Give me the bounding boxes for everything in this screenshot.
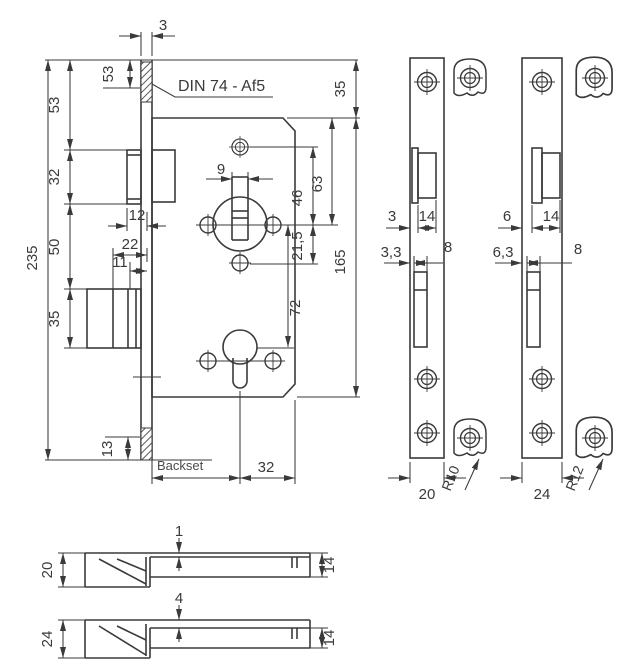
- dim-top-to-latch: 53: [46, 97, 63, 114]
- dim-faceplate-thickness: 3: [159, 17, 167, 34]
- dim-deadbolt-throw: 22: [122, 236, 139, 253]
- dim-group-countersink-offset: 53: [100, 60, 140, 89]
- din-note: DIN 74 - Af5: [151, 78, 273, 98]
- sec20-dim-lip: 1: [175, 523, 183, 540]
- dim-case-height: 165: [332, 249, 349, 274]
- dim-cylinder-to-case-back: 32: [258, 459, 275, 476]
- fp24-dims: 6 14 6,3 8 24: [493, 200, 584, 503]
- dim-group-faceplate-thickness: 3: [119, 17, 175, 56]
- dim-faceplate-to-case: 35: [332, 81, 349, 98]
- section-24-view: 24 4 14: [39, 590, 338, 659]
- deadbolt: [86, 288, 142, 349]
- dim-latch-to-deadbolt: 50: [46, 239, 63, 256]
- dim-group-spindle-slot: 9: [206, 161, 273, 185]
- lock-case-outline: [151, 117, 296, 398]
- dim-column-right: 35 165 63 46 21,5 72: [250, 60, 360, 398]
- latch-bevel: [98, 625, 147, 656]
- countersink-hatch-top: [140, 61, 153, 103]
- dim-latch-protrusion: 12: [129, 207, 146, 224]
- section-24-dims: 24 4 14: [39, 590, 338, 659]
- fp24-dim-plate-width: 24: [534, 486, 551, 503]
- dim-spindle-to-top-hole: 46: [289, 190, 306, 207]
- din-note-label: DIN 74 - Af5: [178, 78, 265, 95]
- faceplate-24-strip: [521, 57, 563, 459]
- main-view: DIN 74 - Af5 3 53 53 32: [24, 17, 360, 484]
- fp20-dim-deadbolt-offset: 3,3: [381, 244, 402, 261]
- dim-group-faceplate-length: 235: [24, 60, 51, 460]
- fp20-dim-latch-width: 14: [419, 208, 436, 225]
- sec24-dim-lip: 4: [175, 590, 183, 607]
- latch-bolt: [126, 149, 176, 205]
- spindle-follower: [212, 176, 268, 252]
- dim-deadbolt-head: 11: [112, 254, 128, 271]
- section-20-view: 20 1 14: [39, 523, 338, 588]
- fp20-dim-deadbolt-width: 8: [444, 239, 452, 256]
- fp20-latch-front: [411, 147, 437, 204]
- backset-label: Backset: [157, 458, 204, 473]
- fp20-dim-latch-offset: 3: [388, 208, 396, 225]
- countersink-hatch-bottom: [140, 427, 153, 461]
- sec24-dim-case-width: 14: [321, 630, 338, 647]
- sec24-dim-plate-width: 24: [39, 631, 56, 648]
- fp24-dim-latch-width: 14: [543, 208, 560, 225]
- fp24-deadbolt-slot: [526, 271, 541, 348]
- dim-case-top-to-spindle: 63: [309, 176, 326, 193]
- section-20-outline: [84, 552, 311, 588]
- dim-group-backset: Backset 32: [151, 391, 296, 484]
- dim-faceplate-length: 235: [24, 245, 41, 270]
- fp24-dim-deadbolt-offset: 6,3: [493, 244, 514, 261]
- sec20-dim-case-width: 14: [321, 557, 338, 574]
- dim-spindle-slot-width: 9: [217, 161, 225, 178]
- dim-group-bottom-countersink: 13: [99, 436, 140, 460]
- faceplate-20-strip: [409, 57, 445, 459]
- fp20-deadbolt-slot: [413, 271, 428, 348]
- fp24-latch-front: [531, 147, 561, 204]
- latch-bevel: [98, 558, 147, 585]
- fp20-dims: 3 14 3,3 8 20: [381, 200, 466, 503]
- section-20-dims: 20 1 14: [39, 523, 338, 588]
- dim-deadbolt-height: 35: [46, 311, 63, 328]
- dim-group-latch-deadbolt: 12 22 11: [108, 207, 166, 289]
- euro-cylinder-hole: [222, 329, 258, 389]
- fp24-dim-deadbolt-width: 8: [574, 241, 582, 258]
- sec20-dim-plate-width: 20: [39, 562, 56, 579]
- fp24-dim-latch-offset: 6: [503, 208, 511, 225]
- dim-latch-height: 32: [46, 169, 63, 186]
- dim-spindle-to-bottom-hole: 21,5: [289, 231, 306, 260]
- dim-bottom-countersink: 13: [99, 441, 116, 458]
- fp20-dim-plate-width: 20: [419, 486, 436, 503]
- dim-countersink-offset: 53: [100, 66, 117, 83]
- faceplate-24-view: 6 14 6,3 8 24 R12: [493, 56, 613, 503]
- dim-spindle-to-cylinder: 72: [287, 300, 304, 317]
